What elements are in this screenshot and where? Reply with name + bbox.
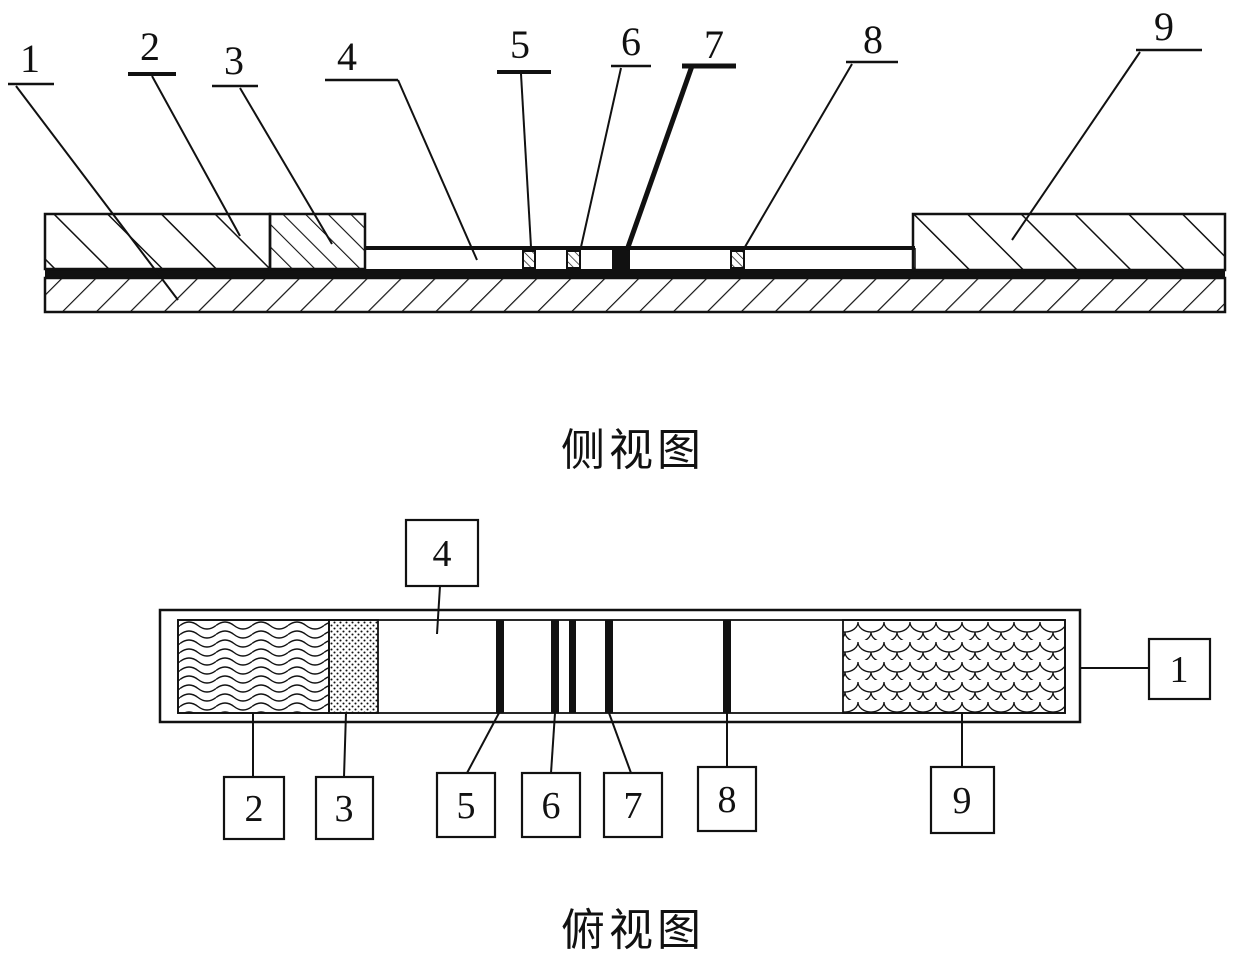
top-view: 4 1 2 3 5 6 7 — [158, 518, 1212, 955]
side-absorbent-pad — [911, 212, 1227, 272]
side-label-5-leader — [520, 73, 532, 248]
side-label-8: 8 — [741, 17, 898, 253]
side-label-1: 1 — [8, 36, 179, 301]
side-label-8-text: 8 — [863, 17, 883, 62]
top-test-line-6 — [551, 620, 559, 713]
top-callout-8-box — [696, 765, 758, 833]
side-test-line-6 — [566, 250, 581, 269]
top-callout-5-leader — [466, 712, 500, 774]
side-label-2-leader — [151, 75, 241, 237]
side-backing-card — [43, 276, 1227, 314]
side-label-2: 2 — [128, 24, 241, 237]
top-callout-8: 8 — [696, 713, 758, 833]
side-label-7: 7 — [624, 22, 736, 251]
top-callout-9-text: 9 — [953, 780, 972, 822]
top-absorbent-pad — [842, 619, 1066, 714]
side-view-caption: 侧视图 — [561, 426, 705, 475]
side-conjugate-pad — [268, 212, 367, 271]
side-sample-pad — [43, 212, 272, 271]
top-callout-3-leader — [343, 712, 347, 778]
side-label-5-text: 5 — [510, 22, 530, 67]
top-test-line-8 — [723, 620, 731, 713]
side-view: 1 2 3 4 5 6 7 — [8, 4, 1227, 475]
top-callout-6-leader — [550, 712, 556, 774]
top-callout-2-box — [222, 775, 286, 841]
side-label-9: 9 — [1011, 4, 1202, 241]
top-callout-5-text: 5 — [457, 785, 476, 827]
top-callout-6-text: 6 — [542, 785, 561, 827]
top-callout-2-text: 2 — [245, 788, 264, 830]
top-callout-8-text: 8 — [718, 779, 737, 821]
top-callout-1-text: 1 — [1170, 649, 1189, 691]
side-label-4-leader — [397, 79, 478, 261]
top-callout-7-leader — [608, 712, 632, 774]
top-callout-9-box — [929, 765, 996, 835]
side-label-7-text: 7 — [704, 22, 724, 67]
side-test-line-8 — [730, 250, 745, 269]
top-callout-5: 5 — [435, 712, 500, 839]
top-callout-1-box — [1147, 637, 1212, 701]
side-label-8-leader — [741, 63, 853, 253]
top-callout-7: 7 — [602, 712, 664, 839]
top-test-line-7 — [605, 620, 613, 713]
top-callout-1: 1 — [1080, 637, 1212, 701]
side-label-1-text: 1 — [20, 36, 40, 81]
top-callout-4: 4 — [404, 518, 480, 635]
top-test-line-5 — [496, 620, 504, 713]
top-callout-4-box — [404, 518, 480, 588]
top-callout-7-text: 7 — [624, 785, 643, 827]
top-callout-3-text: 3 — [335, 788, 354, 830]
side-label-4-text: 4 — [337, 34, 357, 79]
top-sample-pad — [177, 619, 330, 714]
top-callout-6: 6 — [520, 712, 582, 839]
side-test-line-5 — [522, 250, 536, 269]
top-callout-7-box — [602, 771, 664, 839]
top-callout-4-leader — [436, 585, 441, 635]
side-label-5: 5 — [497, 22, 551, 248]
top-callout-2: 2 — [222, 713, 286, 841]
top-callout-4-text: 4 — [433, 533, 452, 575]
top-view-caption: 俯视图 — [561, 906, 705, 955]
side-label-3-leader — [239, 87, 333, 245]
top-callout-3-box — [314, 775, 375, 841]
top-callout-3: 3 — [314, 712, 375, 841]
side-label-3: 3 — [212, 38, 333, 245]
side-label-3-text: 3 — [224, 38, 244, 83]
side-label-6-leader — [580, 67, 622, 248]
side-test-line-7 — [612, 246, 630, 269]
side-label-4: 4 — [325, 34, 478, 261]
side-label-9-leader — [1011, 51, 1141, 241]
side-label-9-text: 9 — [1154, 4, 1174, 49]
side-label-1-leader — [15, 85, 179, 301]
top-conjugate-pad — [328, 619, 379, 714]
side-membrane — [364, 246, 916, 269]
side-adhesive-layer — [45, 269, 1225, 277]
top-test-line-6b — [569, 620, 576, 713]
side-label-6: 6 — [580, 19, 651, 248]
side-label-2-text: 2 — [140, 24, 160, 69]
side-label-6-text: 6 — [621, 19, 641, 64]
side-label-7-leader — [624, 65, 695, 251]
top-callout-9: 9 — [929, 713, 996, 835]
top-callout-5-box — [435, 771, 497, 839]
top-callout-6-box — [520, 771, 582, 839]
